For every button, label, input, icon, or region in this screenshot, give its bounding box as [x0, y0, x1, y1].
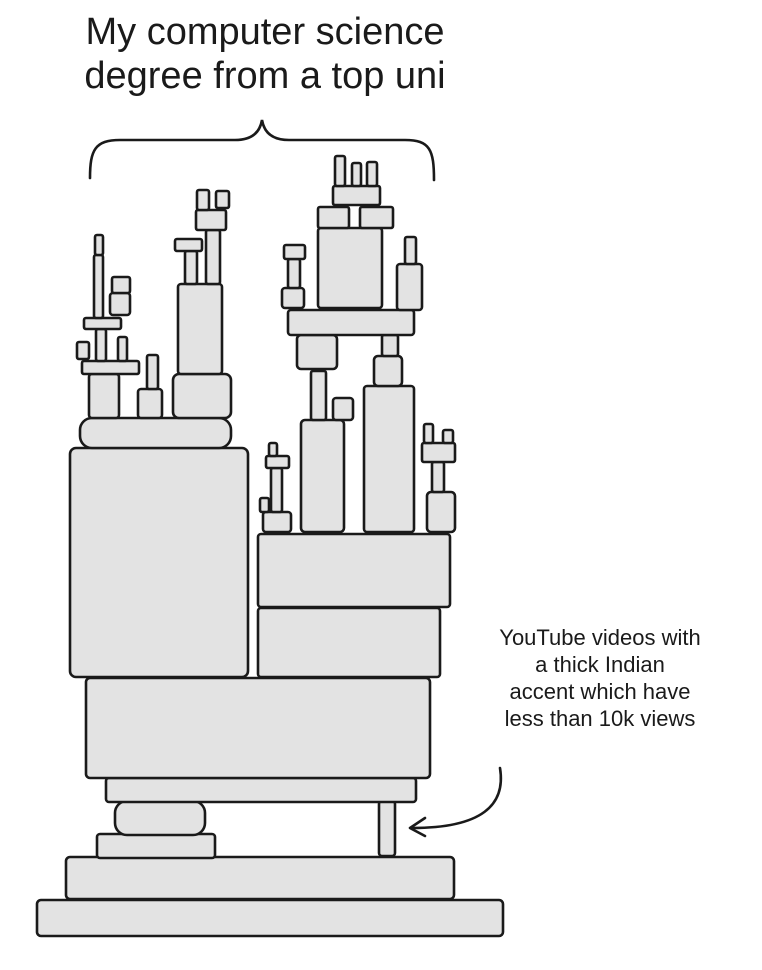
degree-label-line-1: My computer science	[85, 11, 445, 53]
block	[350, 161, 363, 188]
thin-support-post	[377, 799, 397, 858]
block	[261, 510, 293, 534]
youtube-label-line-2: a thick Indian	[535, 652, 665, 677]
block	[295, 333, 339, 371]
block	[280, 286, 306, 310]
block	[92, 253, 105, 320]
block	[145, 353, 160, 391]
block	[282, 243, 307, 261]
block	[110, 275, 132, 295]
block	[365, 160, 379, 188]
block	[331, 396, 355, 422]
lower-beam	[104, 776, 418, 804]
block	[93, 233, 105, 257]
block	[420, 441, 457, 464]
pointer-arrow-head	[408, 816, 427, 838]
block	[358, 205, 395, 230]
block	[269, 466, 284, 514]
youtube-label-line-3: accent which have	[509, 679, 691, 704]
block	[80, 359, 141, 376]
right-lower-block	[256, 606, 442, 679]
block	[425, 490, 457, 534]
curly-brace	[88, 119, 436, 182]
base-tier-2	[64, 855, 456, 901]
block	[173, 237, 204, 253]
block	[183, 249, 199, 286]
base-slab	[35, 898, 505, 938]
degree-label: My computer science degree from a top un…	[0, 10, 530, 98]
block	[362, 384, 416, 534]
block	[136, 387, 164, 420]
block	[194, 208, 228, 232]
block	[333, 154, 347, 188]
rounded-support	[113, 799, 207, 837]
block	[286, 308, 416, 337]
block	[267, 441, 279, 458]
block	[372, 354, 404, 388]
block	[430, 460, 446, 494]
block	[380, 333, 400, 358]
tower-blocks	[35, 154, 505, 938]
block	[316, 205, 351, 230]
degree-label-line-2: degree from a top uni	[84, 55, 446, 97]
large-left-block	[68, 446, 250, 679]
base-tier-3	[95, 832, 217, 860]
block	[176, 282, 224, 376]
pointer-arrow	[410, 766, 503, 830]
block	[108, 291, 132, 317]
block	[316, 226, 384, 310]
block	[82, 316, 123, 331]
block	[422, 422, 435, 445]
block	[403, 235, 418, 266]
right-upper-block	[256, 532, 452, 609]
block	[87, 372, 121, 420]
block	[204, 228, 222, 286]
block	[286, 257, 302, 290]
block	[75, 340, 91, 361]
block	[171, 372, 233, 420]
block	[309, 369, 328, 422]
block	[441, 428, 455, 445]
block	[116, 335, 129, 363]
block	[214, 189, 231, 210]
block	[94, 327, 108, 363]
youtube-label-line-1: YouTube videos with	[499, 625, 701, 650]
mid-platform	[84, 676, 432, 780]
block	[395, 262, 424, 312]
block	[264, 454, 291, 470]
block	[195, 188, 211, 212]
block	[331, 184, 382, 207]
left-rounded-slab	[78, 416, 233, 450]
youtube-label: YouTube videos with a thick Indian accen…	[455, 624, 745, 732]
block	[299, 418, 346, 534]
youtube-label-line-4: less than 10k views	[504, 706, 696, 731]
block	[258, 496, 271, 514]
